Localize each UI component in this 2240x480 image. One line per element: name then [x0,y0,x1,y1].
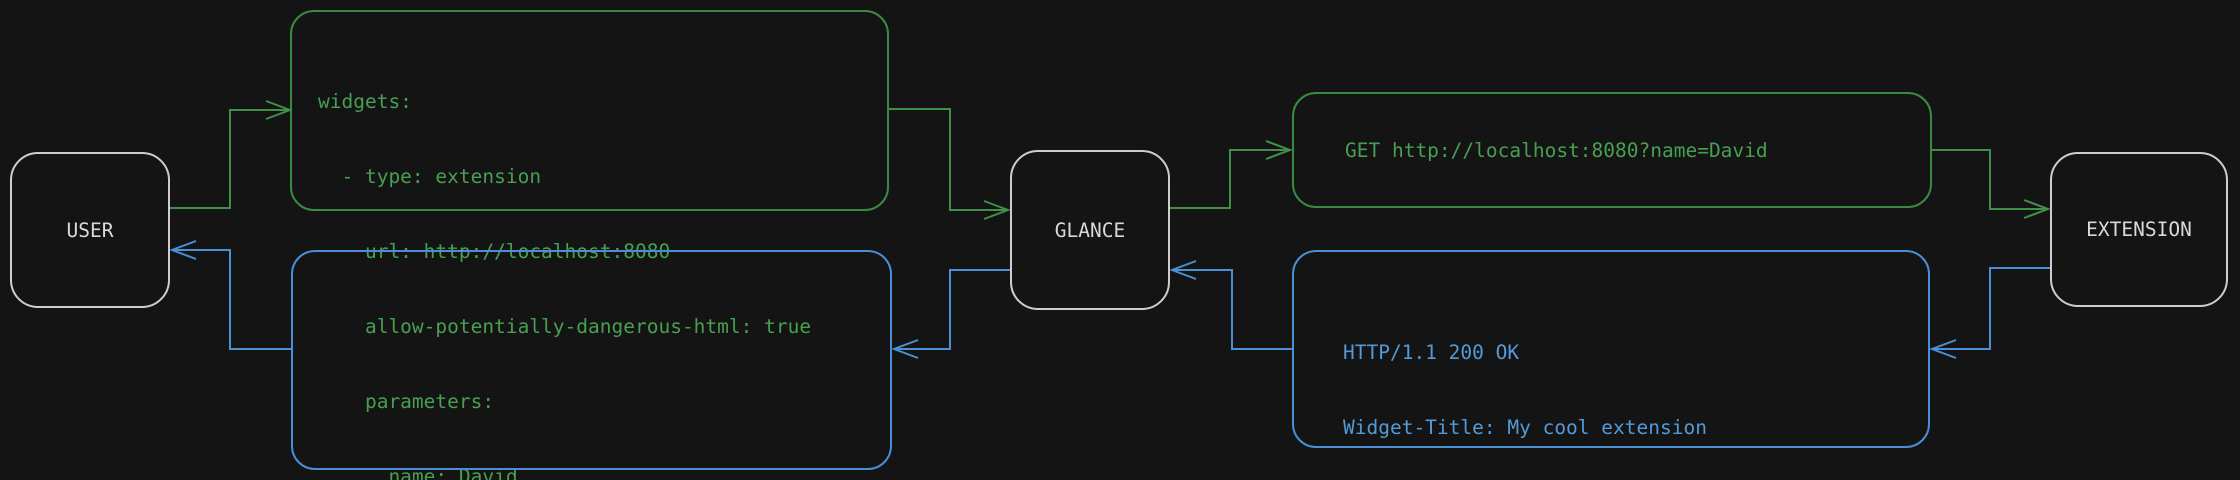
arrowhead-left-icon [169,240,197,260]
arrow-widget-to-user [169,240,291,350]
response-line: Widget-Title: My cool extension [1343,416,1707,439]
config-line: parameters: [318,390,495,413]
http-request-box: GET http://localhost:8080?name=David [1292,92,1932,208]
node-glance-label: GLANCE [1054,218,1126,242]
node-glance: GLANCE [1010,150,1170,310]
response-line: HTTP/1.1 200 OK [1343,341,1520,364]
arrow-glance-to-widget [891,269,1010,359]
node-extension-label: EXTENSION [2086,218,2192,241]
node-extension: EXTENSION [2050,152,2228,307]
arrow-glance-to-request [1170,140,1293,209]
arrow-config-to-glance [889,108,1011,220]
arrowhead-right-icon [1265,140,1293,160]
arrow-response-to-glance [1169,260,1292,350]
arrow-user-to-config [170,100,293,209]
arrowhead-left-icon [1169,260,1197,280]
config-line: - type: extension [318,165,542,188]
arrowhead-right-icon [983,200,1011,220]
config-line: allow-potentially-dangerous-html: true [318,315,812,338]
node-user-label: USER [66,218,114,242]
arrowhead-left-icon [891,339,919,359]
arrow-extension-to-response [1929,267,2050,359]
http-request-text: GET http://localhost:8080?name=David [1345,138,1768,162]
arrowhead-right-icon [2023,199,2051,219]
arrow-request-to-extension [1932,149,2051,219]
http-response-code: HTTP/1.1 200 OK Widget-Title: My cool ex… [1343,290,1895,480]
config-yaml-box [290,10,889,211]
node-user: USER [10,152,170,308]
arrowhead-left-icon [1929,339,1957,359]
config-line: widgets: [318,90,412,113]
rendered-widget-box: MY COOL EXTENSION Hello, David [291,250,892,470]
http-response-box [1292,250,1930,448]
